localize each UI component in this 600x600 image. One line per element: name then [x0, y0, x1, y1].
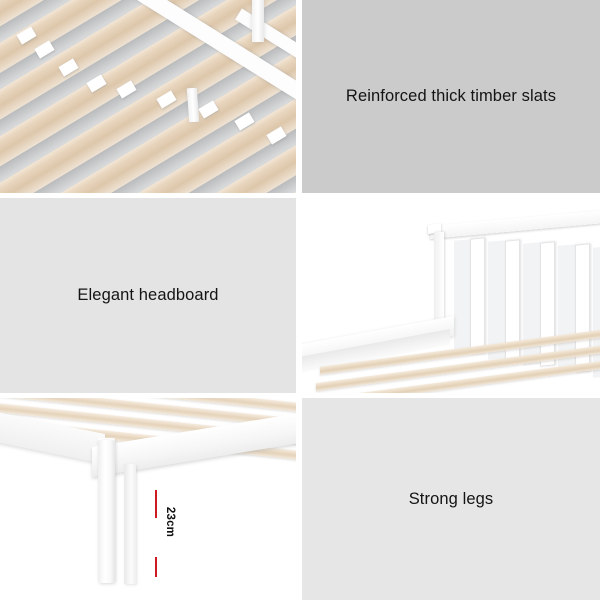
frame-post-upper	[252, 0, 264, 42]
measurement-line-lower	[155, 557, 157, 577]
caption-panel-legs: Strong legs	[302, 398, 600, 600]
caption-panel-headboard: Elegant headboard	[0, 198, 296, 393]
caption-text-headboard: Elegant headboard	[77, 286, 219, 304]
headboard-post	[434, 232, 444, 342]
headboard-photo	[302, 198, 600, 393]
legs-photo: 23cm	[0, 398, 296, 600]
bed-leg-rear	[124, 464, 136, 584]
measurement-line-upper	[155, 490, 157, 518]
headboard-slat	[470, 237, 485, 355]
caption-text-legs: Strong legs	[408, 489, 494, 508]
timber-slats-photo	[0, 0, 296, 193]
caption-text-slats: Reinforced thick timber slats	[345, 87, 557, 105]
bed-leg-front	[98, 440, 115, 583]
caption-panel-slats: Reinforced thick timber slats	[302, 0, 600, 193]
headboard-slat	[540, 241, 555, 367]
measurement-label: 23cm	[164, 506, 176, 538]
